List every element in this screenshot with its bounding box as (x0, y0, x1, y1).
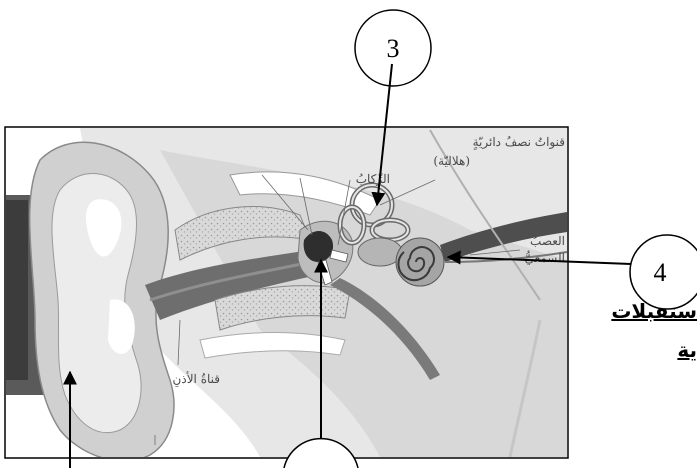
side-heading-line2: ية (677, 338, 697, 362)
ear-illustration: قنواتُ نصفُ دائريّةٍ (هلاليّة) الرِّكابُ… (5, 127, 568, 461)
callout-4-number: 4 (654, 258, 667, 287)
label-semicircular-canals-sub: (هلاليّة) (433, 154, 470, 168)
label-stapes: الرِّكابُ (356, 172, 390, 186)
label-auditory-nerve-1: العصبُ (530, 234, 565, 248)
callout-3-number: 3 (387, 34, 400, 63)
label-auditory-nerve-2: السمعيُّ (525, 250, 565, 265)
label-semicircular-canals: قنواتُ نصفُ دائريّةٍ (473, 135, 565, 150)
label-ear-canal: قناةُ الأذنِ (173, 371, 220, 388)
